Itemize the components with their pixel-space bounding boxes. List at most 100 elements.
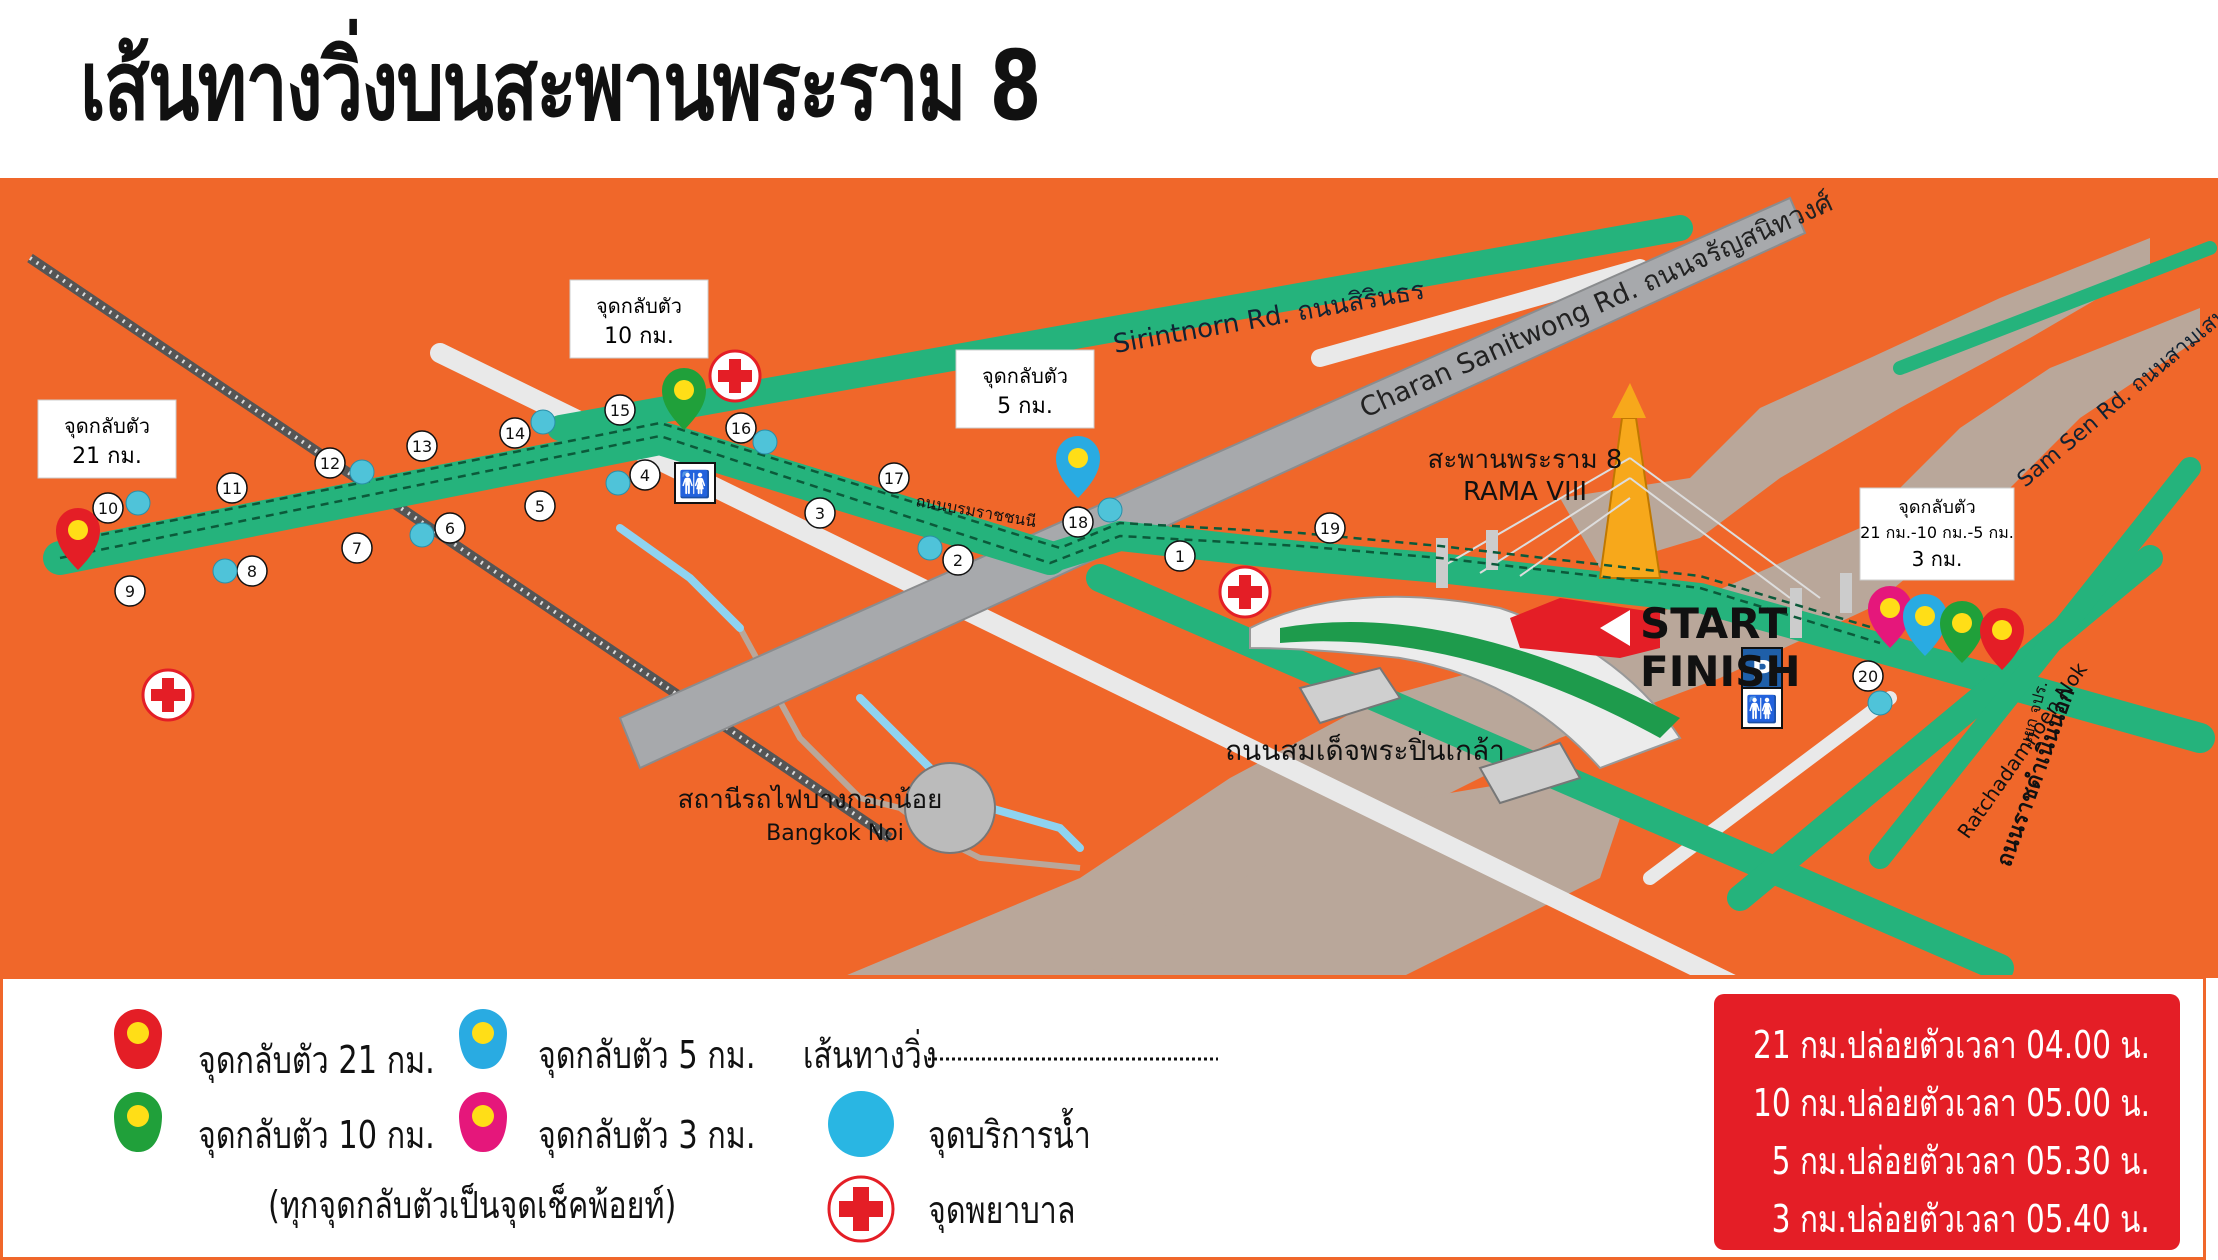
svg-text:8: 8 [247,562,257,581]
water-station [1867,690,1893,716]
km-marker-7: 7 [341,532,373,564]
km-marker-3: 3 [804,497,836,529]
svg-text:15: 15 [610,401,630,420]
legend-turn10: จุดกลับตัว 10 กม. [198,1113,435,1157]
svg-text:21 กม.-10 กม.-5 กม.: 21 กม.-10 กม.-5 กม. [1860,523,2014,542]
release-time-21: 21 กม.ปล่อยตัวเวลา 04.00 น. [1752,1023,2150,1067]
svg-text:1: 1 [1175,547,1185,566]
railway [27,253,893,843]
legend-note: (ทุกจุดกลับตัวเป็นจุดเช็คพ้อยท์) [268,1183,677,1227]
water-station [917,535,943,561]
km-marker-1: 1 [1164,540,1196,572]
turn-pin-icon [1940,601,1984,663]
svg-text:21 กม.: 21 กม. [72,444,142,469]
svg-text:9: 9 [125,582,135,601]
svg-text:11: 11 [222,479,242,498]
svg-text:12: 12 [320,454,340,473]
chao-phraya-river [840,308,2200,978]
km-marker-11: 11 [216,472,248,504]
release-time-10: 10 กม.ปล่อยตัวเวลา 05.00 น. [1752,1081,2150,1125]
parking-icon: P [1741,647,1783,689]
svg-text:18: 18 [1068,513,1088,532]
callout-turn-5: จุดกลับตัว 5 กม. [955,349,1095,429]
legend-icons [114,1009,1218,1243]
legend-water: จุดบริการน้ำ [928,1113,1091,1157]
km-marker-18: 18 [1062,506,1094,538]
svg-text:10 กม.: 10 กม. [604,324,674,349]
pinklao-bridge [1249,595,1682,805]
svg-text:14: 14 [505,424,525,443]
legend-route: เส้นทางวิ่ง [803,1033,937,1077]
legend-pin-21-icon [114,1009,162,1069]
label-station-en: Bangkok Noi [766,821,904,846]
rama8-bridge [1436,383,1852,638]
medical-cross-icon [708,349,762,403]
svg-text:10: 10 [98,499,118,518]
legend-turn21: จุดกลับตัว 21 กม. [198,1038,435,1082]
svg-text:20: 20 [1858,667,1878,686]
legend-medical-icon [827,1175,895,1243]
km-marker-17: 17 [878,462,910,494]
km-marker-2: 2 [942,544,974,576]
legend-medical: จุดพยาบาล [928,1188,1076,1232]
svg-text:จุดกลับตัว: จุดกลับตัว [596,294,682,319]
svg-text:5 กม.: 5 กม. [997,394,1053,419]
km-marker-15: 15 [604,394,636,426]
svg-text:🚻: 🚻 [679,469,711,500]
turn-pin-icon [1903,594,1947,656]
start-arrow [1600,610,1630,646]
svg-text:7: 7 [352,539,362,558]
turn-pin-icon [1980,608,2024,670]
page-title: เส้นทางวิ่งบนสะพานพระราม 8 [80,30,1042,142]
km-marker-14: 14 [499,417,531,449]
km-marker-6: 6 [434,512,466,544]
water-station [125,490,151,516]
km-marker-8: 8 [236,555,268,587]
start-finish-area [1510,598,1660,658]
label-pinklao-bridge: ถนนสมเด็จพระปิ่นเกล้า [1225,731,1505,767]
svg-text:3: 3 [815,504,825,523]
water-stations [125,409,1893,716]
turn-pin-icon [1868,586,1912,648]
callout-turn-21: จุดกลับตัว 21 กม. [37,399,177,479]
toilet-icon-finish: 🚻 [1741,687,1783,729]
medical-points [141,349,1272,722]
turn-pin-icon [56,508,100,570]
label-finish: FINISH [1640,647,1801,696]
svg-text:13: 13 [412,437,432,456]
callout-turn-10: จุดกลับตัว 10 กม. [569,279,709,359]
release-time-3: 3 กม.ปล่อยตัวเวลา 05.40 น. [1771,1197,2150,1241]
km-marker-9: 9 [114,575,146,607]
turn-pin-icon [662,368,706,430]
release-times-box: 21 กม.ปล่อยตัวเวลา 04.00 น. 10 กม.ปล่อยต… [1714,994,2180,1250]
turn-pins [56,368,2024,670]
turn-pin-icon [1056,436,1100,498]
water-station [1097,497,1123,523]
release-time-5: 5 กม.ปล่อยตัวเวลา 05.30 น. [1771,1139,2150,1183]
km-marker-4: 4 [629,459,661,491]
water-station [409,522,435,548]
legend-pin-10-icon [114,1092,162,1152]
svg-text:P: P [1752,654,1773,687]
callout-turn-all: จุดกลับตัว 21 กม.-10 กม.-5 กม. 3 กม. [1859,487,2015,581]
km-marker-19: 19 [1314,512,1346,544]
svg-text:จุดกลับตัว: จุดกลับตัว [982,364,1068,389]
water-station [530,409,556,435]
svg-text:3 กม.: 3 กม. [1912,547,1963,571]
km-marker-12: 12 [314,447,346,479]
medical-cross-icon [1218,565,1272,619]
svg-text:🚻: 🚻 [1746,694,1778,725]
legend-pin-3-icon [459,1092,507,1152]
svg-text:จุดกลับตัว: จุดกลับตัว [64,414,150,439]
toilet-icon: 🚻 [674,462,716,504]
label-rama8-en: RAMA VIII [1463,477,1587,507]
legend-turn3: จุดกลับตัว 3 กม. [538,1113,756,1157]
svg-text:2: 2 [953,551,963,570]
svg-text:5: 5 [535,497,545,516]
km-marker-10: 10 [92,492,124,524]
svg-text:จุดกลับตัว: จุดกลับตัว [1898,497,1975,518]
river-upper [1560,238,2150,568]
station-icon [904,762,996,854]
